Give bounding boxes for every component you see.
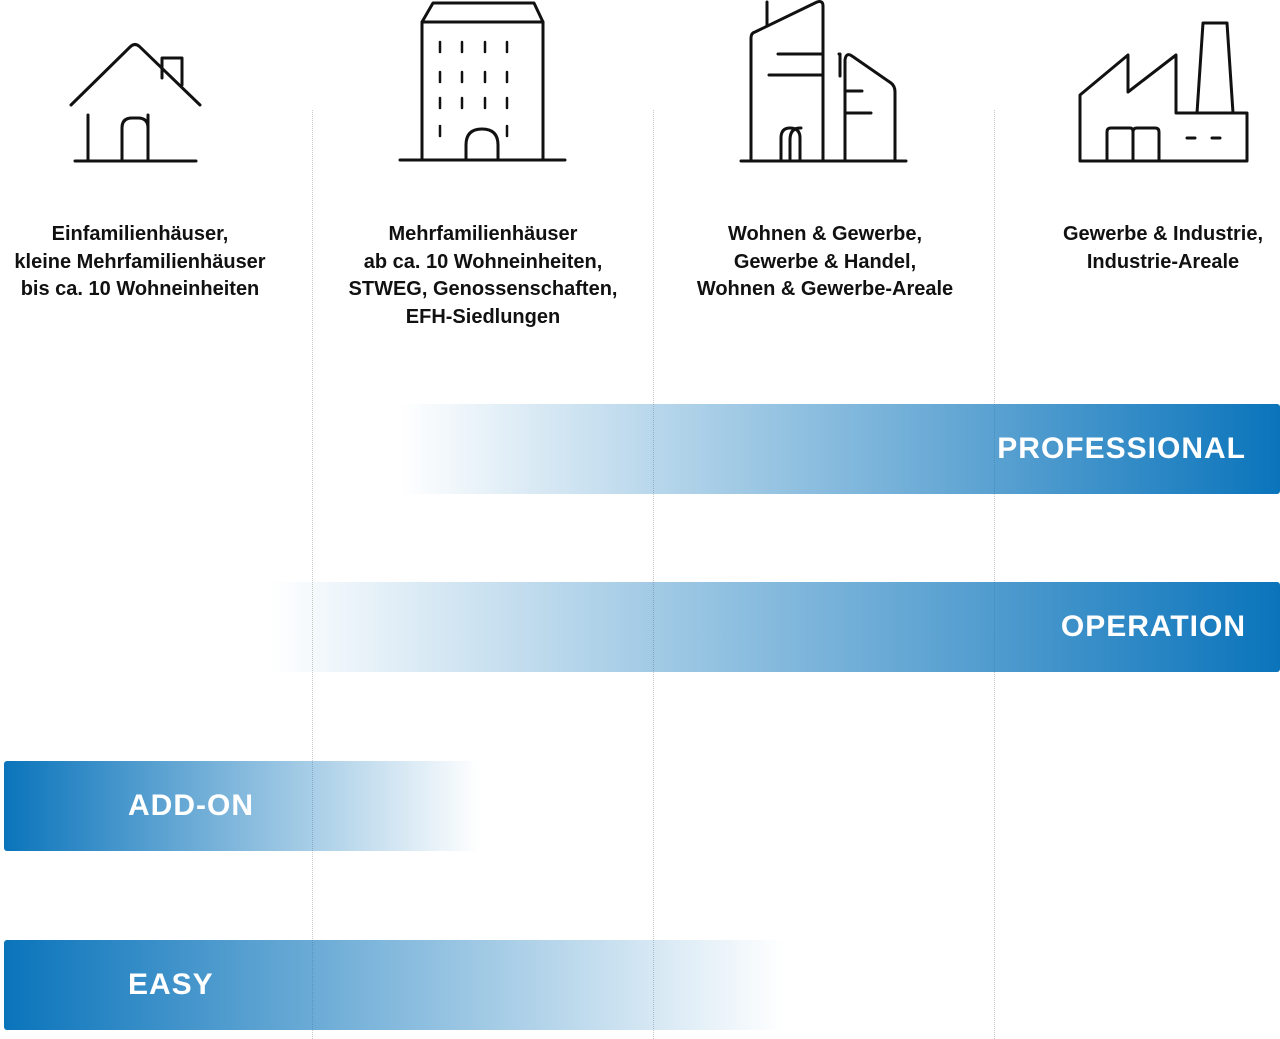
column-label-mixed-use: Wohnen & Gewerbe, Gewerbe & Handel, Wohn… — [655, 221, 995, 304]
label-line: Industrie-Areale — [1086, 250, 1240, 273]
apartment-building-icon — [395, 0, 570, 175]
house-icon — [60, 0, 210, 175]
tier-bar-addon: ADD-ON — [4, 761, 480, 851]
label-line: Gewerbe & Handel, — [733, 250, 917, 273]
tier-bar-operation: OPERATION — [270, 582, 1280, 672]
mixed-use-towers-icon — [735, 0, 915, 175]
label-line: Wohnen & Gewerbe-Areale — [696, 278, 954, 300]
label-line: ab ca. 10 Wohneinheiten, — [363, 250, 603, 273]
label-line: Einfamilienhäuser, — [51, 223, 229, 245]
label-line: EFH-Siedlungen — [405, 305, 561, 328]
tier-bar-easy: EASY — [4, 940, 784, 1030]
tier-bar-professional: PROFESSIONAL — [400, 404, 1280, 494]
tier-label: PROFESSIONAL — [997, 432, 1246, 465]
label-line: kleine Mehrfamilienhäuser — [14, 250, 266, 273]
label-line: bis ca. 10 Wohneinheiten — [20, 278, 260, 300]
column-label-single-family: Einfamilienhäuser, kleine Mehrfamilienhä… — [0, 221, 310, 304]
column-label-industrial: Gewerbe & Industrie, Industrie-Areale — [993, 221, 1280, 276]
label-line: STWEG, Genossenschaften, — [348, 278, 618, 300]
tier-label: EASY — [128, 968, 214, 1001]
tier-label: OPERATION — [1060, 610, 1246, 643]
column-label-multi-family: Mehrfamilienhäuser ab ca. 10 Wohneinheit… — [313, 221, 653, 331]
column-divider — [994, 110, 995, 1039]
label-line: Mehrfamilienhäuser — [388, 223, 578, 245]
tier-label: ADD-ON — [128, 789, 254, 822]
column-divider — [653, 110, 654, 1039]
column-divider — [312, 110, 313, 1039]
label-line: Wohnen & Gewerbe, — [727, 223, 923, 245]
factory-icon — [1075, 0, 1255, 175]
label-line: Gewerbe & Industrie, — [1062, 223, 1264, 245]
